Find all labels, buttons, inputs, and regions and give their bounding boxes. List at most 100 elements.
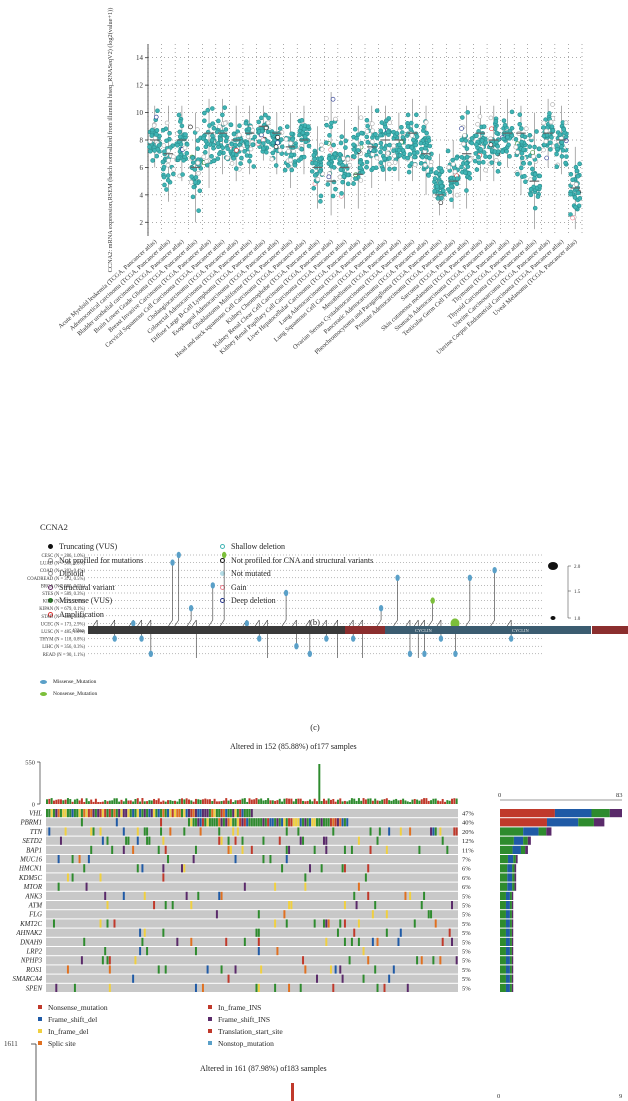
tmb-bar [164, 801, 167, 804]
oncoplot-row [46, 809, 458, 818]
oncoplot-percent-label: 12% [462, 838, 475, 845]
oncoplot-side-bar [500, 919, 506, 928]
size-scale-tick: 1.0 [574, 617, 581, 622]
oncoplot-side-bar [523, 836, 528, 845]
legend-item: Diploid [48, 567, 143, 581]
tmb-bar [343, 800, 346, 804]
expression-column [432, 165, 447, 206]
tmb-bar [55, 799, 58, 804]
oncoplot-gene-label: KMT2C [19, 921, 42, 928]
tmb-bar [234, 800, 237, 804]
lollipop-row-label: READ (N = 90, 1.1%) [43, 653, 86, 658]
oncoplot-side-bar [511, 974, 514, 983]
tmb-bar [150, 800, 153, 804]
oncoplot-row [46, 891, 458, 900]
tmb-bar [257, 799, 260, 804]
lollipop-row-label: BRCA (N = 980, 0.5%) [41, 584, 86, 589]
tmb-bar [441, 798, 444, 804]
legend-item: Shallow deletion [220, 540, 373, 554]
lollipop-head [508, 635, 514, 642]
oncoplot-gene-label: LRP2 [26, 949, 43, 956]
legend-gene-header: CCNA2 [40, 522, 68, 532]
tmb-bar [66, 798, 69, 804]
tmb-bar [385, 798, 388, 804]
oncoplot-percent-label: 5% [462, 958, 471, 965]
oncoplot-row [46, 855, 458, 864]
expression-column [337, 134, 353, 199]
expression-column [568, 161, 583, 221]
tmb-bar [125, 798, 128, 804]
tmb-bar [52, 800, 55, 804]
expression-y-tick: 14 [136, 54, 144, 62]
tmb-bar [413, 798, 416, 804]
expression-column [350, 115, 366, 186]
oncoplot-side-bar [507, 864, 513, 873]
tmb-bar [434, 798, 437, 804]
expression-column [541, 102, 556, 161]
oncoplot-side-bar [513, 855, 516, 864]
tmb-bar [213, 798, 216, 804]
oncoplot-side-bar [511, 919, 514, 928]
tmb-bar [218, 801, 221, 804]
expression-column [214, 105, 231, 162]
tmb-bar [295, 798, 298, 804]
tmb-bar [69, 799, 72, 804]
tmb-bar [141, 798, 144, 804]
tmb-bar [201, 799, 204, 804]
lollipop-row-grid: CESC (N = 286, 1.0%)LUAD (N = 508, 0.6%)… [27, 554, 542, 658]
lollipop-head [294, 643, 299, 650]
legend-swatch-icon [38, 1017, 42, 1021]
legend-label: Splic site [48, 1038, 76, 1048]
tmb-bar [73, 799, 76, 804]
tmb-bar [290, 798, 293, 804]
tmb-bar [374, 798, 377, 804]
tmb-bar [420, 799, 423, 804]
expression-median [231, 139, 241, 141]
oncoplot-row [46, 827, 458, 836]
oncoplot-gene-label: SETD2 [22, 838, 42, 845]
oncoplot-percent-label: 5% [462, 921, 471, 928]
tmb-bar [183, 799, 186, 804]
tmb-bar [243, 798, 246, 804]
expression-median [502, 132, 513, 134]
tmb-bar [250, 799, 253, 804]
oncoplot-side-bar [500, 873, 508, 882]
oncoplot-row [46, 937, 458, 946]
tmb-bar [369, 798, 372, 804]
tmb-bar [325, 800, 328, 804]
tmb-bar [59, 799, 62, 804]
expression-y-label: CCNA2: mRNA expression,RSEM (batch norma… [107, 8, 114, 273]
tmb-bar [169, 800, 172, 804]
tmb-bar [134, 799, 137, 804]
oncoplot-legend-item: Frame_shift_del [38, 1013, 208, 1025]
oncoplot-row [46, 947, 458, 956]
oncoplot-side-bar [500, 836, 514, 845]
tmb-bar [76, 798, 79, 804]
tmb-bar [318, 764, 321, 804]
lollipop-stems [92, 551, 514, 658]
oncoplot-percent-label: 47% [462, 811, 475, 818]
lollipop-head [176, 551, 181, 559]
oncoplot-row [46, 965, 458, 974]
expression-median [339, 166, 350, 169]
oncoplot-side-bar [509, 937, 512, 946]
oncoplot-legend-item: In_frame_INS [208, 1001, 378, 1013]
legend-label: Not profiled for mutations [59, 555, 144, 565]
oncoplot-row [46, 974, 458, 983]
tmb-bar [220, 801, 223, 804]
lollipop-row-label: STES (N = 589, 0.3%) [42, 592, 85, 597]
lollipop-legend-item: Nonsense_Mutation [40, 688, 97, 700]
tmb-bar [185, 798, 188, 804]
tmb-bar [71, 801, 74, 804]
tmb-bar [350, 798, 353, 804]
oncoplot-side-bar [511, 928, 514, 937]
tmb-bar [364, 799, 367, 804]
oncoplot-side-bar [500, 956, 506, 965]
expression-column [487, 115, 502, 174]
oncoplot-side-bar [593, 818, 605, 827]
panel-c-caption: (c) [310, 722, 320, 732]
protein-domain-red [345, 626, 385, 634]
size-scale-marker [548, 562, 558, 570]
expression-column [228, 122, 244, 172]
lollipop-row-label: CESC (N = 286, 1.0%) [41, 554, 85, 559]
